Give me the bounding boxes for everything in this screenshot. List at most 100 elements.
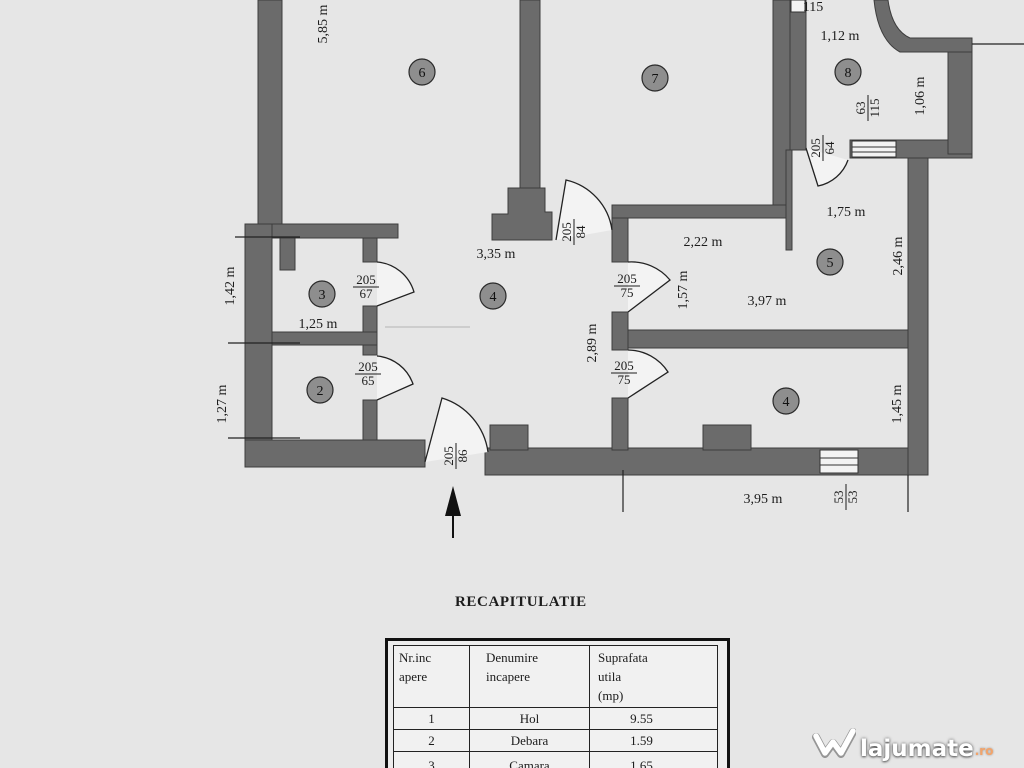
- door-swing: [627, 349, 669, 399]
- wall: [519, 0, 541, 191]
- room-marker-8: 8: [834, 58, 862, 86]
- wall: [257, 0, 283, 229]
- door-swing: [627, 261, 671, 313]
- room-marker-circle: [479, 282, 507, 310]
- wall: [362, 344, 378, 356]
- room-marker-circle: [408, 58, 436, 86]
- opening-width: 84: [573, 225, 588, 239]
- opening-height: 53: [831, 491, 846, 504]
- wall: [271, 331, 378, 346]
- wall: [611, 217, 629, 263]
- dimension-label: 2,46 m: [891, 236, 906, 275]
- room-marker-6: 6: [408, 58, 436, 86]
- opening-height: 205: [614, 358, 634, 373]
- summary-title: RECAPITULATIE: [455, 594, 587, 610]
- room-marker-circle: [772, 387, 800, 415]
- dimension-text: 5,85 m: [316, 4, 331, 43]
- window: [790, 0, 806, 13]
- dimension-label: 3,35 m: [477, 247, 516, 262]
- wall-curved: [873, 0, 973, 53]
- room-marker-circle: [641, 64, 669, 92]
- wall: [362, 237, 378, 263]
- wall: [611, 204, 791, 219]
- opening-height: 205: [559, 222, 574, 242]
- wall: [611, 397, 629, 451]
- opening-height: 205: [358, 359, 378, 374]
- room-marker-4: 4: [772, 387, 800, 415]
- room-marker-circle: [308, 280, 336, 308]
- room-number: 7: [652, 72, 659, 87]
- arrow-up-icon: [445, 486, 461, 538]
- room-marker-3: 3: [308, 280, 336, 308]
- table-header: Suprafata utila (mp): [590, 645, 718, 708]
- summary-table: Nr.inc apere Denumire incapere Suprafata…: [393, 645, 718, 768]
- room-marker-hallway: 4: [479, 282, 507, 310]
- room-number: 3: [319, 288, 326, 303]
- dimension-label: 1,27 m: [215, 384, 230, 423]
- opening-width: 67: [360, 286, 374, 301]
- wall-pier: [702, 424, 752, 451]
- room-number: 2: [317, 384, 324, 399]
- watermark: lajumate .ro: [812, 722, 1017, 762]
- window: [819, 449, 859, 474]
- opening-height: 205: [356, 272, 376, 287]
- wall: [484, 447, 929, 476]
- table-header: Nr.inc apere: [393, 645, 470, 708]
- wall: [362, 305, 378, 333]
- opening-width: 65: [362, 373, 375, 388]
- dimension-label: 1,25 m: [299, 317, 338, 332]
- wall: [947, 43, 973, 155]
- summary-table-frame: Nr.inc apere Denumire incapere Suprafata…: [385, 638, 730, 768]
- table-cell-area: 9.55: [590, 708, 718, 730]
- room-number: 6: [419, 66, 426, 81]
- doors: [376, 147, 849, 463]
- opening-width: 75: [621, 285, 634, 300]
- room-marker-circle: [834, 58, 862, 86]
- dimension-text: 1,42 m: [223, 266, 238, 305]
- table-cell-name: Debara: [470, 730, 590, 752]
- opening-width: 64: [822, 141, 837, 155]
- opening-height: 205: [808, 138, 823, 158]
- lajumate-logo-icon: [812, 728, 856, 758]
- dimension-label: 2,22 m: [684, 235, 723, 250]
- arrow-head: [445, 486, 461, 516]
- dimension-label: 1,57 m: [676, 270, 691, 309]
- room-number: 4: [783, 395, 790, 410]
- logo-mark: [813, 728, 856, 756]
- wall: [257, 223, 399, 239]
- table-cell-nr: 1: [393, 708, 470, 730]
- dimension-text: 1,45 m: [890, 384, 905, 423]
- room-number: 8: [845, 66, 852, 81]
- door-swing: [555, 179, 613, 241]
- wall: [362, 399, 378, 443]
- dimension-label: 1,12 m: [821, 29, 860, 44]
- entrance-door-swing: [424, 397, 489, 463]
- table-cell-area: 1.65: [590, 752, 718, 768]
- door-swing: [376, 355, 414, 401]
- dimension-label: 1,75 m: [827, 205, 866, 220]
- table-cell-nr: 3: [393, 752, 470, 768]
- wall: [785, 149, 793, 251]
- opening-width: 86: [455, 449, 470, 463]
- table-cell-name: Camara: [470, 752, 590, 768]
- door-swing: [805, 147, 849, 187]
- opening-width: 115: [867, 98, 882, 117]
- door-swing: [376, 261, 415, 307]
- window-frame: [790, 0, 806, 13]
- wall-pier: [491, 187, 553, 241]
- dimension-text: 2,89 m: [585, 323, 600, 362]
- dimension-lines: [228, 43, 1024, 512]
- window-frame: [851, 140, 897, 158]
- room-marker-circle: [816, 248, 844, 276]
- opening-size-label: 205 75: [614, 271, 640, 300]
- dimension-label: 3,97 m: [748, 294, 787, 309]
- room-number: 4: [490, 290, 497, 305]
- wall: [279, 237, 296, 271]
- opening-size-label: 205 65: [355, 359, 381, 388]
- wall: [789, 0, 807, 151]
- opening-height: 63: [853, 102, 868, 115]
- opening-size-label: 63 115: [853, 95, 882, 121]
- window-frame: [819, 449, 859, 474]
- wall: [611, 311, 629, 351]
- wall: [907, 157, 929, 476]
